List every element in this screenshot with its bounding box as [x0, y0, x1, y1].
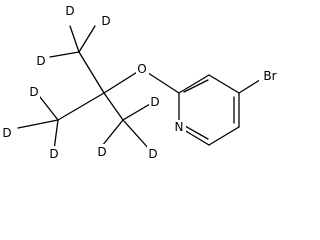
deuterium-label: D	[97, 145, 106, 159]
bond-C2-C3	[178, 74, 210, 94]
bond-C5-C6	[208, 126, 240, 146]
bonds	[17, 25, 264, 151]
bond-quatC-CH3top	[78, 51, 105, 94]
deuterium-label: D	[150, 95, 159, 109]
deuterium-label: D	[2, 126, 11, 140]
bond-C2-C3-double	[183, 79, 209, 93]
bond-C-D	[39, 96, 59, 121]
deuterium-label: D	[36, 54, 45, 68]
bond-quatC-CH3bottom	[103, 92, 124, 121]
bond-quatC-O	[103, 68, 143, 94]
structure-canvas: O Br N D D D D D D D D D	[1, 3, 281, 161]
bond-C-D	[101, 119, 124, 147]
bond-C-D	[49, 51, 80, 58]
deuterium-label: D	[29, 85, 38, 99]
molecule-structure: O Br N D D D D D D D D D	[1, 3, 281, 161]
bond-C-D	[69, 25, 80, 53]
bond-C-D	[53, 119, 59, 151]
bond-C6-N-double	[184, 125, 209, 140]
deuterium-label: D	[65, 4, 74, 18]
nitrogen-label: N	[175, 120, 184, 134]
oxygen-label: O	[137, 62, 146, 76]
bond-C-D	[17, 119, 59, 129]
bond-C-D	[122, 103, 151, 121]
bond-C-D	[78, 25, 96, 53]
deuterium-label: D	[148, 147, 157, 161]
bromine-label: Br	[263, 69, 276, 83]
bond-C3-C4	[208, 74, 240, 94]
deuterium-label: D	[101, 14, 110, 28]
deuterium-label: D	[49, 147, 58, 161]
atom-labels: O Br N D D D D D D D D D	[1, 3, 281, 161]
bond-quatC-CH3left	[57, 92, 105, 121]
bond-C-D	[122, 119, 151, 151]
